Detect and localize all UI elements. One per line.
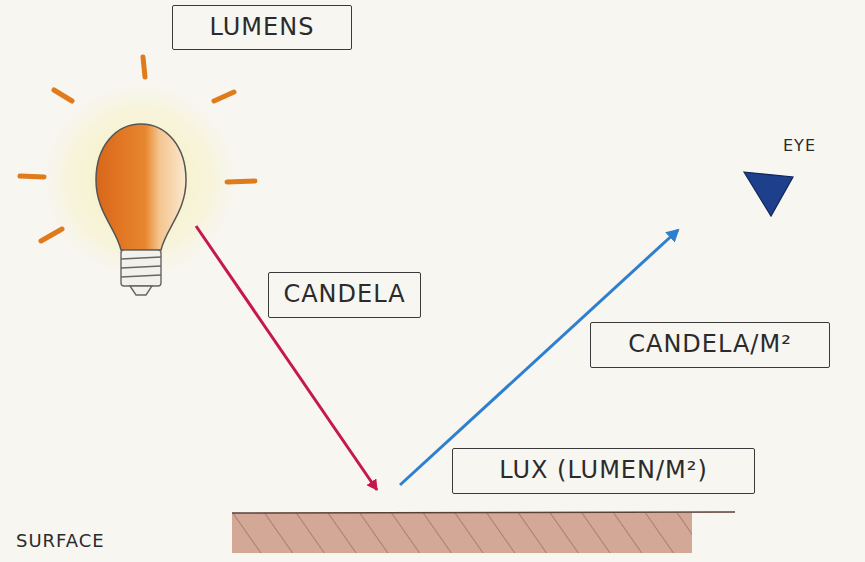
unit-label: LUX (LUMEN/M²) xyxy=(499,457,708,485)
bulb-glass xyxy=(96,124,186,250)
bulb-base xyxy=(121,250,161,295)
unit-label: LUMENS xyxy=(210,14,315,42)
unit-label: CANDELA/M² xyxy=(628,331,792,359)
unit-box: CANDELA/M² xyxy=(590,322,830,368)
incident-arrow xyxy=(196,226,377,490)
eye-label: EYE xyxy=(783,136,816,155)
unit-box: LUX (LUMEN/M²) xyxy=(452,448,755,494)
unit-label: CANDELA xyxy=(283,281,405,309)
surface-label: SURFACE xyxy=(16,530,105,551)
surface-line xyxy=(232,512,735,513)
unit-box: CANDELA xyxy=(268,272,421,318)
eye-symbol xyxy=(744,172,793,216)
surface-hatching xyxy=(232,513,692,553)
unit-box: LUMENS xyxy=(172,5,352,50)
